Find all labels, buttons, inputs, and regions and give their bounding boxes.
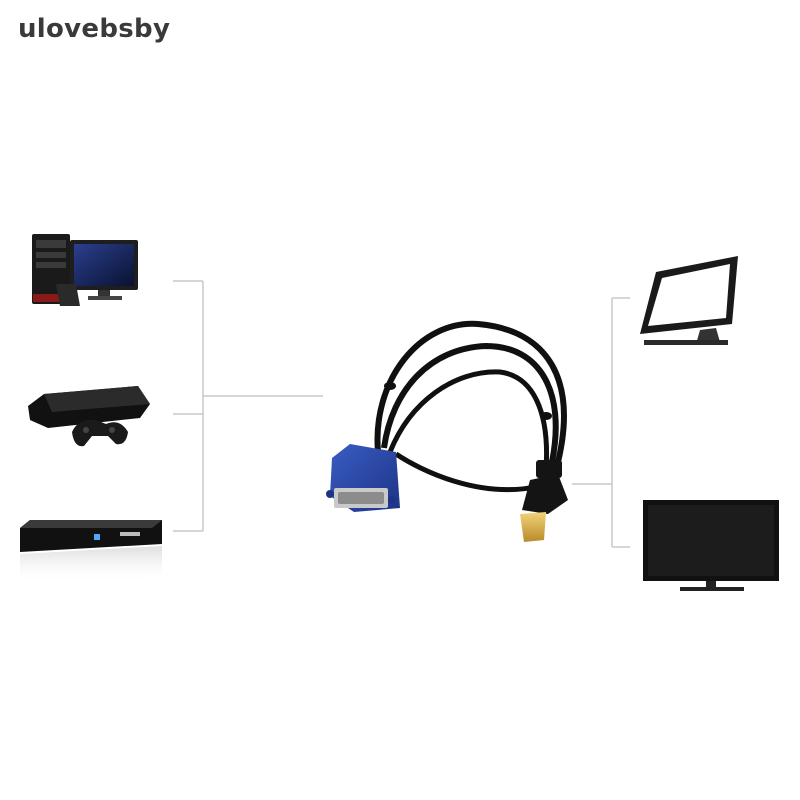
game-console-icon — [28, 386, 150, 447]
left-connector-lines — [173, 280, 323, 532]
hdmi-to-vga-cable-icon — [326, 320, 568, 542]
flat-tv-icon — [643, 500, 779, 591]
desktop-computer-icon — [32, 234, 138, 306]
right-connector-lines — [572, 297, 630, 548]
lcd-monitor-icon — [640, 256, 738, 345]
brand-watermark: ulovebsby — [18, 14, 171, 44]
set-top-box-icon — [20, 520, 162, 584]
